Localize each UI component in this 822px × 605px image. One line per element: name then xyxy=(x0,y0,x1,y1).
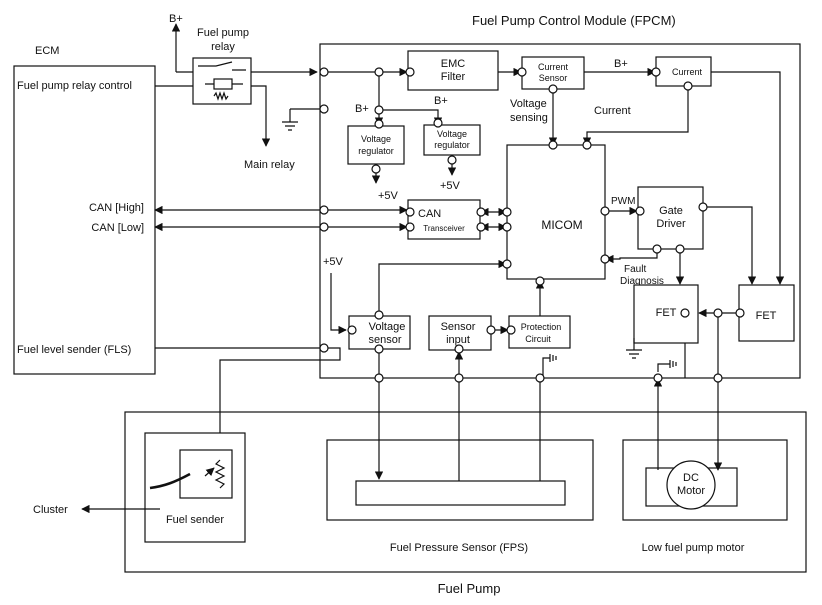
ground-symbol-icon xyxy=(542,354,557,378)
fault-label-2: Diagnosis xyxy=(620,276,664,287)
voltage-regulator-2-label-1: Voltage xyxy=(437,129,467,139)
current-to-fet2 xyxy=(711,71,785,285)
ecm-can-low: CAN [Low] xyxy=(91,222,144,234)
gate-driver-label-1: Gate xyxy=(659,205,683,217)
b-plus-fpcm-1: B+ xyxy=(355,103,369,115)
fault-label-1: Fault xyxy=(624,264,646,275)
sensor-input-label-2: input xyxy=(446,334,470,346)
emc-filter-label-1: EMC xyxy=(441,58,466,70)
current-sensor-label-1: Current xyxy=(538,62,569,72)
protection-circuit-label-1: Protection xyxy=(521,322,562,332)
fpcm-title: Fuel Pump Control Module (FPCM) xyxy=(472,13,676,28)
voltage-regulator-1 xyxy=(347,125,405,165)
current-feedback-wire xyxy=(582,86,689,146)
voltage-regulator-2 xyxy=(423,124,481,156)
micom-label: MICOM xyxy=(541,218,582,232)
voltage-sensor-to-micom xyxy=(378,259,507,315)
relay-title-1: Fuel pump xyxy=(197,27,249,39)
protection-circuit-label-2: Circuit xyxy=(525,334,551,344)
fet-2-box xyxy=(738,284,795,342)
plus5v-3: +5V xyxy=(323,256,344,268)
voltage-regulator-2-label-2: regulator xyxy=(434,140,470,150)
fuel-pressure-sensor-inner xyxy=(355,480,566,506)
current-sensor-box xyxy=(521,56,585,90)
protection-circuit-box xyxy=(508,315,571,349)
voltage-sensing-label-1: Voltage xyxy=(510,98,547,110)
ground-symbol-icon xyxy=(626,338,642,359)
fet-2-label: FET xyxy=(756,310,777,322)
fuel-pump-title: Fuel Pump xyxy=(438,581,501,596)
fuel-pressure-sensor-outer xyxy=(326,439,594,521)
ecm-box xyxy=(13,65,156,375)
main-relay-label: Main relay xyxy=(244,159,295,171)
sensor-input-label-1: Sensor xyxy=(441,321,476,333)
fault-diagnosis-wire xyxy=(605,249,658,264)
can-transceiver-label: Transceiver xyxy=(423,224,465,233)
ecm-fuel-level-sender: Fuel level sender (FLS) xyxy=(17,344,131,356)
can-label: CAN xyxy=(418,208,441,220)
cluster-label: Cluster xyxy=(33,504,68,516)
voltage-regulator-1-label-1: Voltage xyxy=(361,134,391,144)
b-plus-branch xyxy=(378,72,443,126)
relay-b-plus: B+ xyxy=(169,13,183,25)
gate-to-fet2 xyxy=(703,206,757,285)
ground-symbol-icon xyxy=(657,360,677,372)
dc-motor xyxy=(666,460,716,510)
main-relay-wire xyxy=(251,85,271,147)
relay-symbol-icon xyxy=(198,61,246,101)
connection-dots xyxy=(319,67,745,383)
b-plus-fpcm-3: B+ xyxy=(614,58,628,70)
current-feedback-label: Current xyxy=(594,105,631,117)
can-transceiver-box xyxy=(407,199,481,240)
fps-label: Fuel Pressure Sensor (FPS) xyxy=(390,542,528,554)
relay-title-2: relay xyxy=(211,41,235,53)
voltage-sensor-label-1: Voltage xyxy=(369,321,406,333)
plus5v-to-voltage-sensor xyxy=(330,273,347,335)
fuel-sender-label: Fuel sender xyxy=(166,514,224,526)
plus5v-1: +5V xyxy=(378,190,399,202)
gate-driver-label-2: Driver xyxy=(656,218,686,230)
fuel-sender-box xyxy=(144,432,246,543)
ground-symbol-icon xyxy=(282,108,320,131)
b-plus-fpcm-2: B+ xyxy=(434,95,448,107)
motor-label: Low fuel pump motor xyxy=(642,542,745,554)
emc-filter-label-2: Filter xyxy=(441,71,466,83)
voltage-regulator-1-label-2: regulator xyxy=(358,146,394,156)
voltage-sensor-label-2: sensor xyxy=(368,334,401,346)
voltage-sensing-label-2: sensing xyxy=(510,112,548,124)
fet-1-label: FET xyxy=(656,307,677,319)
sensor-input-box xyxy=(428,315,492,351)
plus5v-2: +5V xyxy=(440,180,461,192)
dc-motor-label-2: Motor xyxy=(677,485,705,497)
voltage-sensor-box xyxy=(348,315,411,350)
micom-box xyxy=(506,144,606,280)
variable-resistor-icon xyxy=(149,449,233,499)
fls-wire xyxy=(155,347,341,500)
ecm-can-high: CAN [High] xyxy=(89,202,144,214)
current-sensor-label-2: Sensor xyxy=(539,73,568,83)
ecm-fuel-pump-relay-control: Fuel pump relay control xyxy=(17,80,132,92)
pwm-label: PWM xyxy=(611,196,635,207)
current-box-label: Current xyxy=(672,67,703,77)
gate-driver-box xyxy=(637,186,704,250)
fuel-pump-box xyxy=(124,411,807,573)
ecm-title: ECM xyxy=(35,45,59,57)
dc-motor-label-1: DC xyxy=(683,472,699,484)
